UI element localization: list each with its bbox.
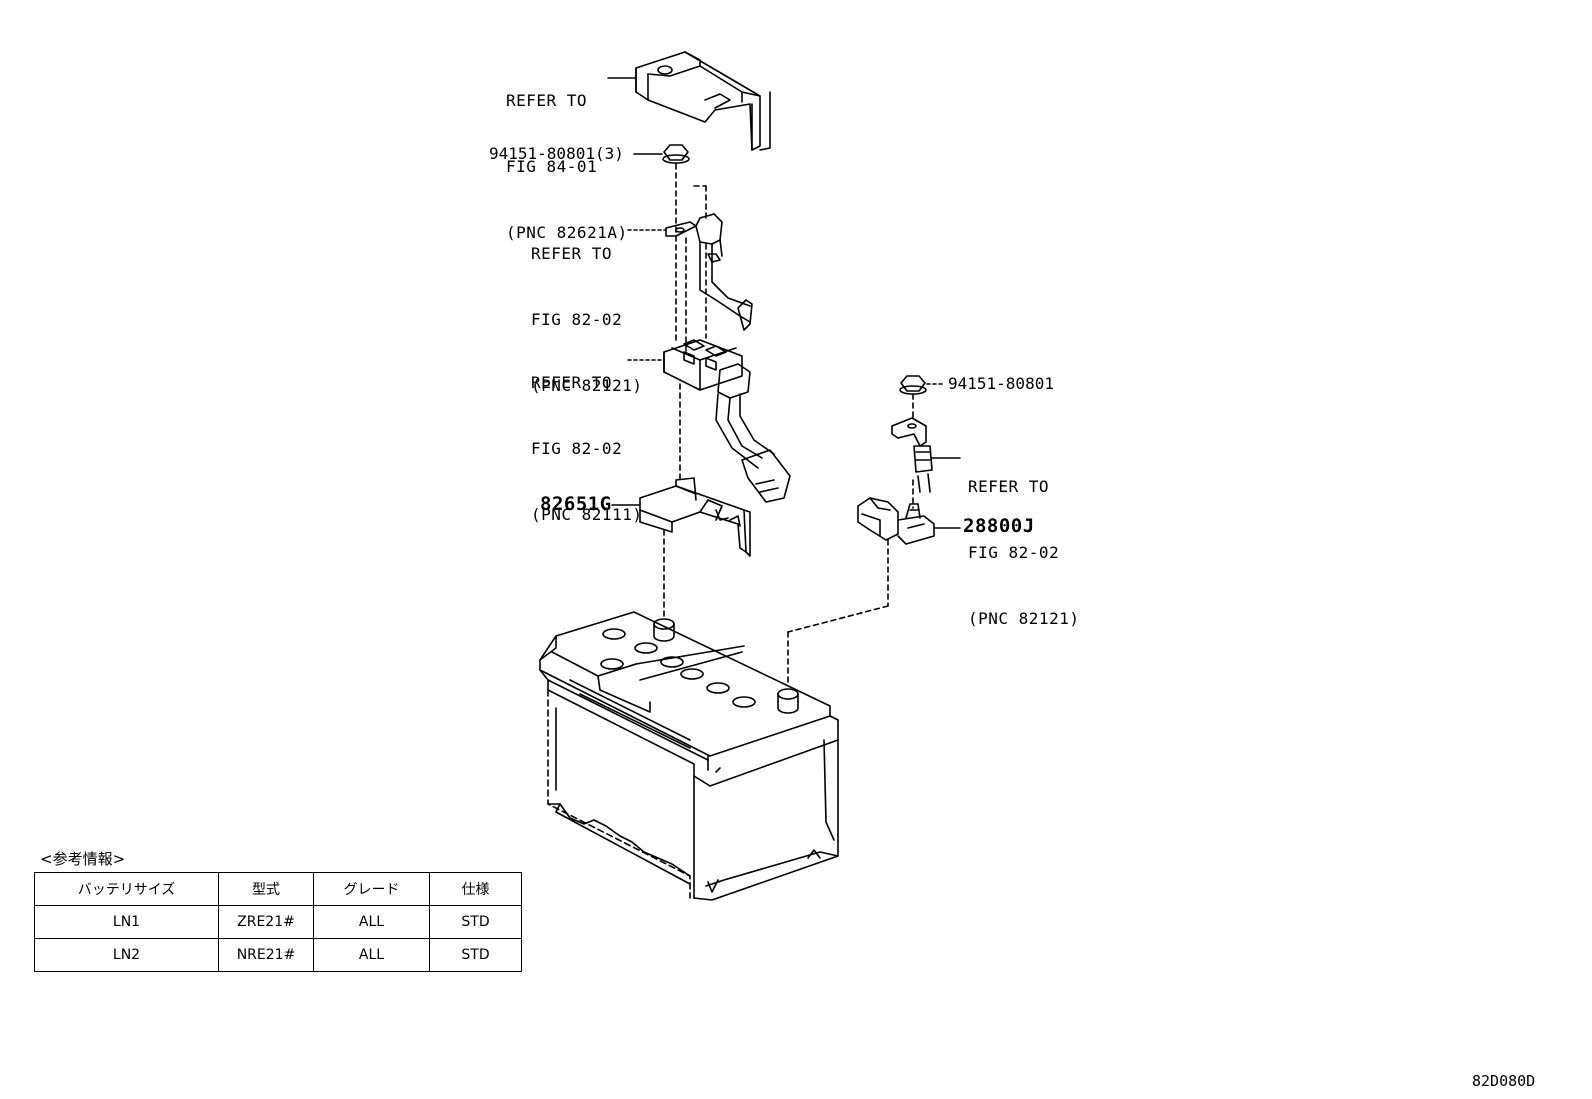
- callout-line: (PNC 82111): [531, 505, 643, 524]
- reference-info-title: <参考情報>: [40, 850, 126, 868]
- part-number-nut-top: 94151-80801(3): [489, 144, 624, 163]
- flange-nut-right: [899, 375, 927, 395]
- wire-harness-2-drawing: [891, 417, 933, 493]
- cell-grade: ALL: [313, 905, 430, 939]
- illustration-id: 82D080D: [1472, 1072, 1536, 1090]
- callout-line: REFER TO: [531, 244, 613, 263]
- part-number-bracket: 82651G: [540, 493, 612, 515]
- table-row: LN1 ZRE21# ALL STD: [34, 905, 522, 939]
- header-model: 型式: [218, 872, 314, 906]
- header-grade: グレード: [313, 872, 430, 906]
- reference-info-table: バッテリサイズ 型式 グレード 仕様 LN1 ZRE21# ALL STD LN…: [34, 872, 522, 972]
- part-number-nut-right: 94151-80801: [948, 374, 1054, 393]
- callout-line: FIG 84-01: [506, 157, 598, 176]
- callout-line: FIG 82-02: [531, 439, 623, 458]
- part-number-terminal: 28800J: [963, 515, 1035, 537]
- callout-line: REFER TO: [506, 91, 588, 110]
- callout-cover-ref: REFER TO FIG 84-01 (PNC 82621A): [506, 46, 628, 266]
- terminal-cover-drawing: [635, 51, 771, 151]
- flange-nut-top: [662, 144, 690, 164]
- callout-line: REFER TO: [531, 373, 613, 392]
- assembly-guide-lines-left: [663, 163, 707, 617]
- cell-spec: STD: [429, 938, 522, 972]
- callout-line: (PNC 82121): [968, 609, 1080, 628]
- table-header-row: バッテリサイズ 型式 グレード 仕様: [34, 872, 522, 906]
- callout-wire-ref-2: REFER TO FIG 82-02 (PNC 82121): [968, 432, 1079, 652]
- wire-harness-1-drawing: [665, 213, 753, 331]
- header-battery-size: バッテリサイズ: [34, 872, 219, 906]
- callout-fuse-ref: REFER TO FIG 82-02 (PNC 82111): [531, 328, 642, 548]
- callout-line: (PNC 82621A): [506, 223, 628, 242]
- cell-spec: STD: [429, 905, 522, 939]
- cell-battery-size: LN1: [34, 905, 219, 939]
- assembly-guide-lines-right: [787, 393, 914, 687]
- callout-line: REFER TO: [968, 477, 1050, 496]
- table-row: LN2 NRE21# ALL STD: [34, 938, 522, 972]
- callout-line: FIG 82-02: [531, 310, 623, 329]
- battery-terminal-drawing: [857, 497, 935, 545]
- bracket-drawing: [639, 477, 751, 557]
- fuse-block-drawing: [663, 339, 791, 503]
- callout-line: (PNC 82121): [531, 376, 643, 395]
- cell-model: NRE21#: [218, 938, 314, 972]
- callout-wire-ref-1: REFER TO FIG 82-02 (PNC 82121): [531, 199, 642, 419]
- cell-battery-size: LN2: [34, 938, 219, 972]
- header-spec: 仕様: [429, 872, 522, 906]
- battery-drawing: [539, 611, 839, 901]
- callout-line: FIG 82-02: [968, 543, 1060, 562]
- cell-model: ZRE21#: [218, 905, 314, 939]
- cell-grade: ALL: [313, 938, 430, 972]
